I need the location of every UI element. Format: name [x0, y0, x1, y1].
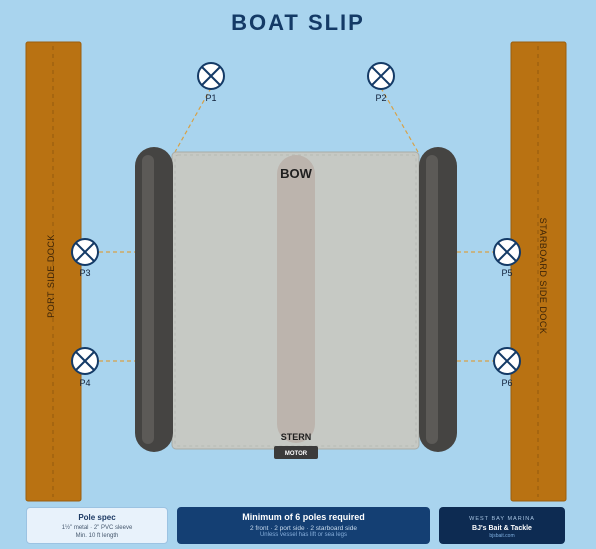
center-console [277, 155, 315, 443]
port-dock-label: PORT SIDE DOCK [46, 234, 56, 318]
pole-p4: P4 [71, 347, 99, 388]
motor [274, 446, 318, 459]
brand-card: WEST BAY MARINA BJ's Bait & Tackle bjsba… [439, 507, 565, 544]
pole-label: P3 [79, 268, 90, 278]
pole-p6: P6 [493, 347, 521, 388]
brand-tagline: WEST BAY MARINA [469, 516, 535, 522]
requirement-detail: 2 front · 2 port side · 2 starboard side [250, 525, 357, 532]
pole-p2: P2 [367, 62, 395, 103]
requirement-note: Unless vessel has lift or sea legs [259, 532, 348, 538]
brand-url[interactable]: bjsbait.com [489, 533, 515, 539]
pole-spec-card: Pole spec 1½" metal · 2" PVC sleeve Min.… [26, 507, 168, 544]
pole-label: P1 [205, 93, 216, 103]
tie-lines [99, 87, 493, 362]
pole-p3: P3 [71, 238, 99, 278]
pole-label: P4 [79, 378, 90, 388]
pole-p5: P5 [493, 238, 521, 278]
pole-spec-line: 1½" metal · 2" PVC sleeve [61, 525, 133, 531]
requirement-card: Minimum of 6 poles required 2 front · 2 … [177, 507, 430, 544]
bow-label: BOW [280, 166, 313, 181]
page-title: BOAT SLIP [231, 10, 365, 35]
pole-spec-heading: Pole spec [78, 513, 116, 522]
tie-line-p1 [174, 87, 212, 153]
tie-line-p2 [380, 87, 419, 153]
pole-label: P2 [375, 93, 386, 103]
boat: BOW STERN MOTOR [135, 147, 457, 459]
port-dock: PORT SIDE DOCK [25, 41, 82, 502]
requirement-heading: Minimum of 6 poles required [242, 512, 365, 522]
pole-label: P6 [501, 378, 512, 388]
stern-label: STERN [281, 432, 312, 442]
brand-name: BJ's Bait & Tackle [472, 525, 532, 532]
starboard-dock: STARBOARD SIDE DOCK [510, 41, 567, 502]
pole-label: P5 [501, 268, 512, 278]
pole-spec-line: Min. 10 ft length [75, 533, 119, 539]
motor-label: MOTOR [285, 451, 308, 457]
starboard-dock-label: STARBOARD SIDE DOCK [538, 218, 548, 335]
pole-p1: P1 [197, 62, 225, 103]
